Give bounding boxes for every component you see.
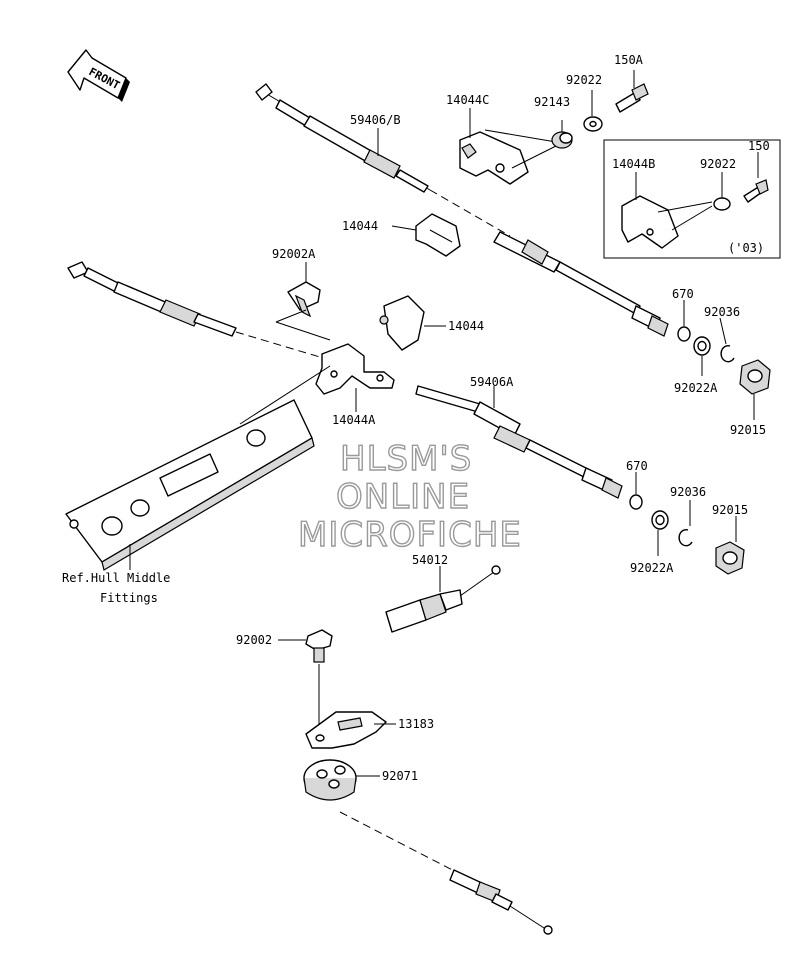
label-59406A: 59406A <box>470 375 514 389</box>
nut-92015-mid <box>715 541 745 575</box>
label-59406B: 59406/B <box>350 113 401 127</box>
label-92143: 92143 <box>534 95 570 109</box>
spacer-92143 <box>551 131 573 149</box>
watermark: HLSM'S ONLINE MICROFICHE <box>297 438 522 555</box>
front-arrow-icon: FRONT <box>67 49 130 102</box>
clamp-14044-lower <box>379 295 425 351</box>
label-54012: 54012 <box>412 553 448 567</box>
label-92022A-top: 92022A <box>674 381 718 395</box>
clip-670-top <box>677 326 691 342</box>
label-92022A-mid: 92022A <box>630 561 674 575</box>
spring-92036-top <box>720 345 735 363</box>
spring-92036-mid <box>678 529 693 547</box>
hull-middle-fittings <box>65 399 315 571</box>
washer-92022A-top <box>693 336 711 356</box>
label-670-top: 670 <box>672 287 694 301</box>
label-92022-top: 92022 <box>566 73 602 87</box>
cable-54012 <box>337 565 501 701</box>
label-14044C: 14044C <box>446 93 489 107</box>
bracket-14044C <box>459 131 529 185</box>
label-92022-inset: 92022 <box>700 157 736 171</box>
label-92036-mid: 92036 <box>670 485 706 499</box>
cable-59406B <box>255 83 669 337</box>
label-14044-lower: 14044 <box>448 319 484 333</box>
washer-92022A-mid <box>651 510 669 530</box>
label-92036-top: 92036 <box>704 305 740 319</box>
label-92071: 92071 <box>382 769 418 783</box>
bracket-14044A <box>315 343 395 395</box>
label-13183: 13183 <box>398 717 434 731</box>
clip-670-mid <box>629 494 643 510</box>
label-92015-top: 92015 <box>730 423 766 437</box>
bolt-92002 <box>305 629 333 663</box>
label-14044B: 14044B <box>612 157 655 171</box>
cable-left-upper <box>67 261 331 361</box>
inset-box-03 <box>603 139 781 259</box>
reference-note-line-2: Fittings <box>100 591 158 605</box>
label-14044-upper: 14044 <box>342 219 378 233</box>
label-92002: 92002 <box>236 633 272 647</box>
leader-lines <box>278 70 759 777</box>
label-inset-03: ('03) <box>728 241 764 255</box>
plate-13183 <box>305 711 387 749</box>
cable-59406A <box>415 385 623 499</box>
nut-92015-top <box>739 359 771 395</box>
bolt-150A <box>615 83 649 113</box>
label-670-mid: 670 <box>626 459 648 473</box>
grommet-92071 <box>303 759 357 801</box>
clamp-14044-upper <box>415 213 461 257</box>
washer-92022-top <box>583 116 603 132</box>
bolt-92002A <box>287 281 321 318</box>
label-150A: 150A <box>614 53 644 67</box>
watermark-line-2: ONLINE <box>336 477 470 517</box>
label-150: 150 <box>748 139 770 153</box>
label-92002A: 92002A <box>272 247 316 261</box>
label-14044A: 14044A <box>332 413 376 427</box>
cable-lower-end <box>449 869 553 935</box>
reference-note-line-1: Ref.Hull Middle <box>62 571 170 585</box>
watermark-line-1: HLSM'S <box>340 439 472 479</box>
watermark-line-3: MICROFICHE <box>298 515 522 555</box>
label-92015-mid: 92015 <box>712 503 748 517</box>
